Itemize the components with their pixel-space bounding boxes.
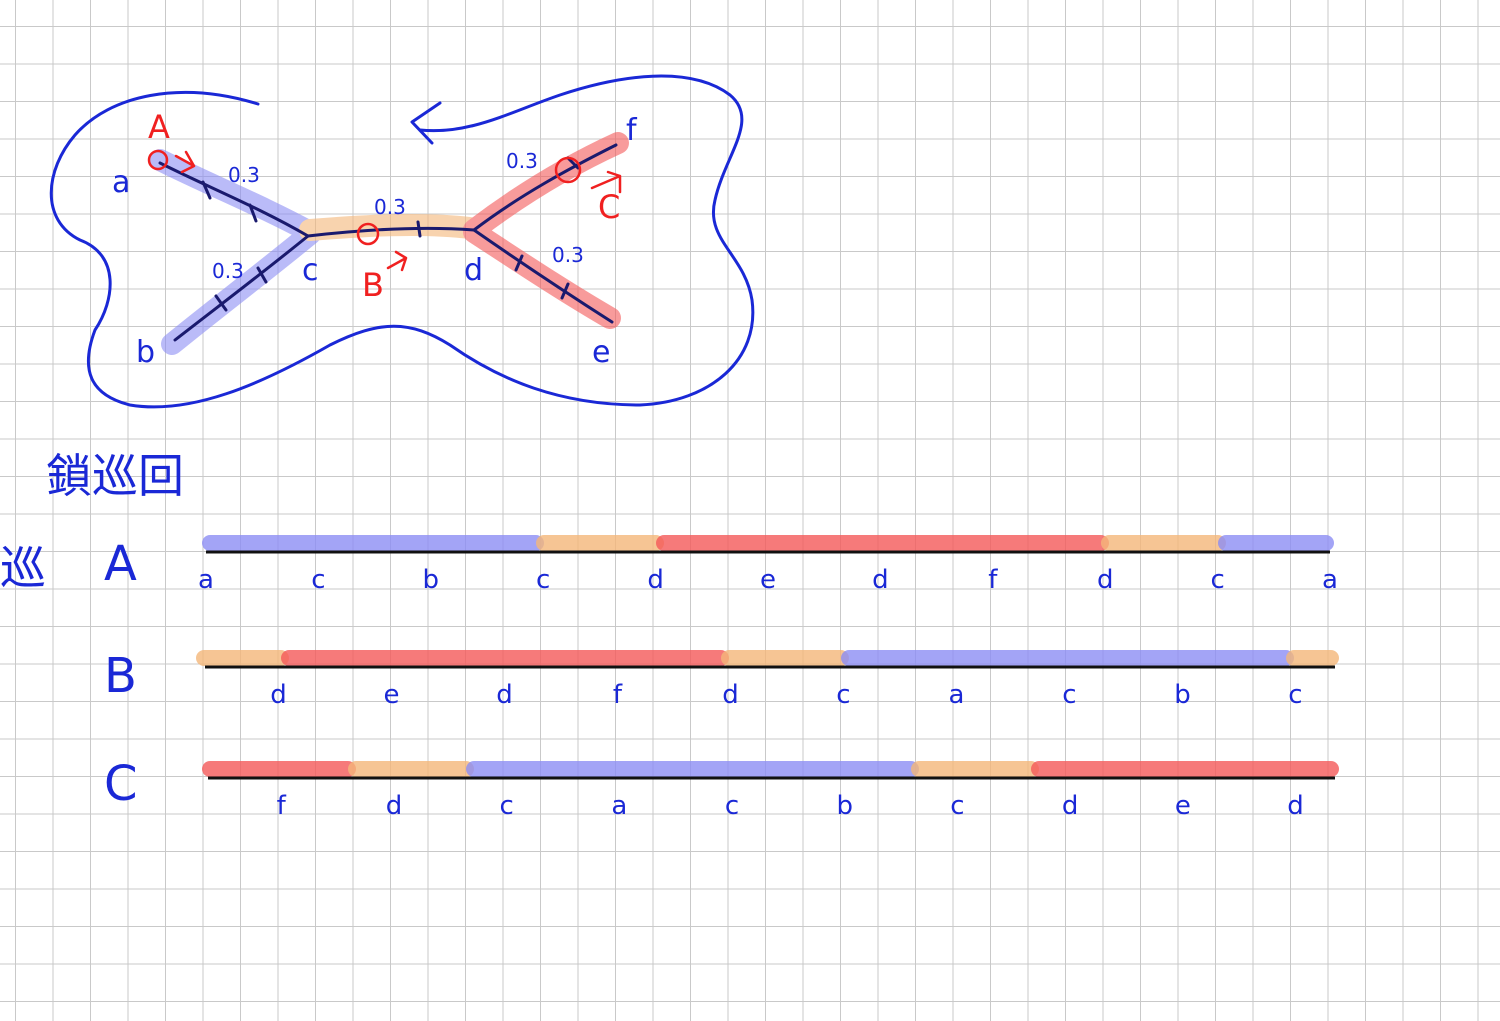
node-label-b: b (136, 335, 155, 370)
sequence-node-label: d (872, 565, 889, 595)
sequence-node-label: c (536, 565, 550, 595)
sequence-node-label: c (725, 791, 739, 821)
tick-mark (256, 266, 268, 284)
sequence-node-label: a (1322, 565, 1338, 595)
tick-mark (214, 294, 228, 312)
node-label-e: e (592, 335, 610, 370)
sequence-node-label: e (760, 565, 776, 595)
sequence-node-label: f (613, 680, 623, 710)
edge-c-d (306, 226, 476, 238)
sequence-node-label: e (1175, 791, 1191, 821)
edge-a-c (158, 161, 310, 238)
start-circle-b (356, 222, 380, 246)
start-circle-c (554, 156, 582, 184)
edge-weight: 0.3 (552, 243, 584, 267)
sequence-node-label: d (270, 680, 287, 710)
sequence-node-label: a (198, 565, 214, 595)
sequence-node-label: a (948, 680, 964, 710)
sequence-node-label: c (950, 791, 964, 821)
edge-weight: 0.3 (506, 149, 538, 173)
enclosing-outline (49, 74, 755, 409)
edge-weight: 0.3 (374, 195, 406, 219)
sequence-node-label: f (988, 565, 998, 595)
sequence-node-label: d (722, 680, 739, 710)
sequence-node-label: f (277, 791, 287, 821)
tree-edges (158, 143, 618, 342)
tick-mark (566, 156, 580, 170)
side-label: 巡 (0, 541, 46, 595)
sequence-node-label: c (1288, 680, 1302, 710)
sequence-node-label: b (836, 791, 853, 821)
edge-d-f (472, 143, 618, 232)
sequence-node-label: c (1210, 565, 1224, 595)
sequence-node-label: c (311, 565, 325, 595)
sequence-node-label: d (386, 791, 403, 821)
edge-b-c (173, 234, 310, 342)
arrow-icon (590, 170, 622, 194)
sequence-rows: a c b c d e d f d c a d e d f d c a c b c f d c a c b c d e d (196, 535, 1339, 821)
page-title: 鎖巡回 (46, 449, 184, 503)
edge-weight: 0.3 (212, 259, 244, 283)
sequence-node-label: a (611, 791, 627, 821)
sequence-node-label: d (1062, 791, 1079, 821)
highlight-edge-c-d (299, 213, 481, 241)
arrow-icon (174, 150, 196, 174)
node-label-c: c (302, 253, 319, 288)
row-label-b: B (104, 648, 137, 704)
edge-weight: 0.3 (228, 163, 260, 187)
sequence-node-label: c (1062, 680, 1076, 710)
sequence-node-label: b (423, 565, 440, 595)
marker-label-a: A (148, 108, 170, 146)
row-label-a: A (104, 536, 137, 592)
highlight-edge-a-c (149, 149, 321, 243)
tick-mark (416, 220, 422, 238)
tick-mark (201, 180, 212, 200)
node-label-f: f (626, 113, 638, 148)
rotation-arrow-icon (410, 101, 442, 145)
sequence-node-label: d (647, 565, 664, 595)
sequence-node-label: e (383, 680, 399, 710)
tick-mark (248, 203, 258, 223)
sequence-node-label: b (1174, 680, 1191, 710)
sequence-node-label: d (1097, 565, 1114, 595)
edge-d-e (472, 228, 614, 324)
sequence-node-label: d (496, 680, 513, 710)
sequence-node-label: d (1287, 791, 1304, 821)
tick-mark (514, 254, 524, 272)
sequence-node-label: c (500, 791, 514, 821)
start-circle-a (147, 149, 169, 171)
node-label-a: a (112, 165, 130, 200)
sequence-node-label: c (836, 680, 850, 710)
start-markers (147, 149, 622, 272)
marker-label-b: B (362, 266, 384, 304)
row-label-c: C (104, 756, 138, 812)
node-label-d: d (464, 253, 483, 288)
arrow-icon (386, 250, 408, 272)
tick-mark (560, 282, 570, 300)
marker-label-c: C (598, 188, 620, 226)
